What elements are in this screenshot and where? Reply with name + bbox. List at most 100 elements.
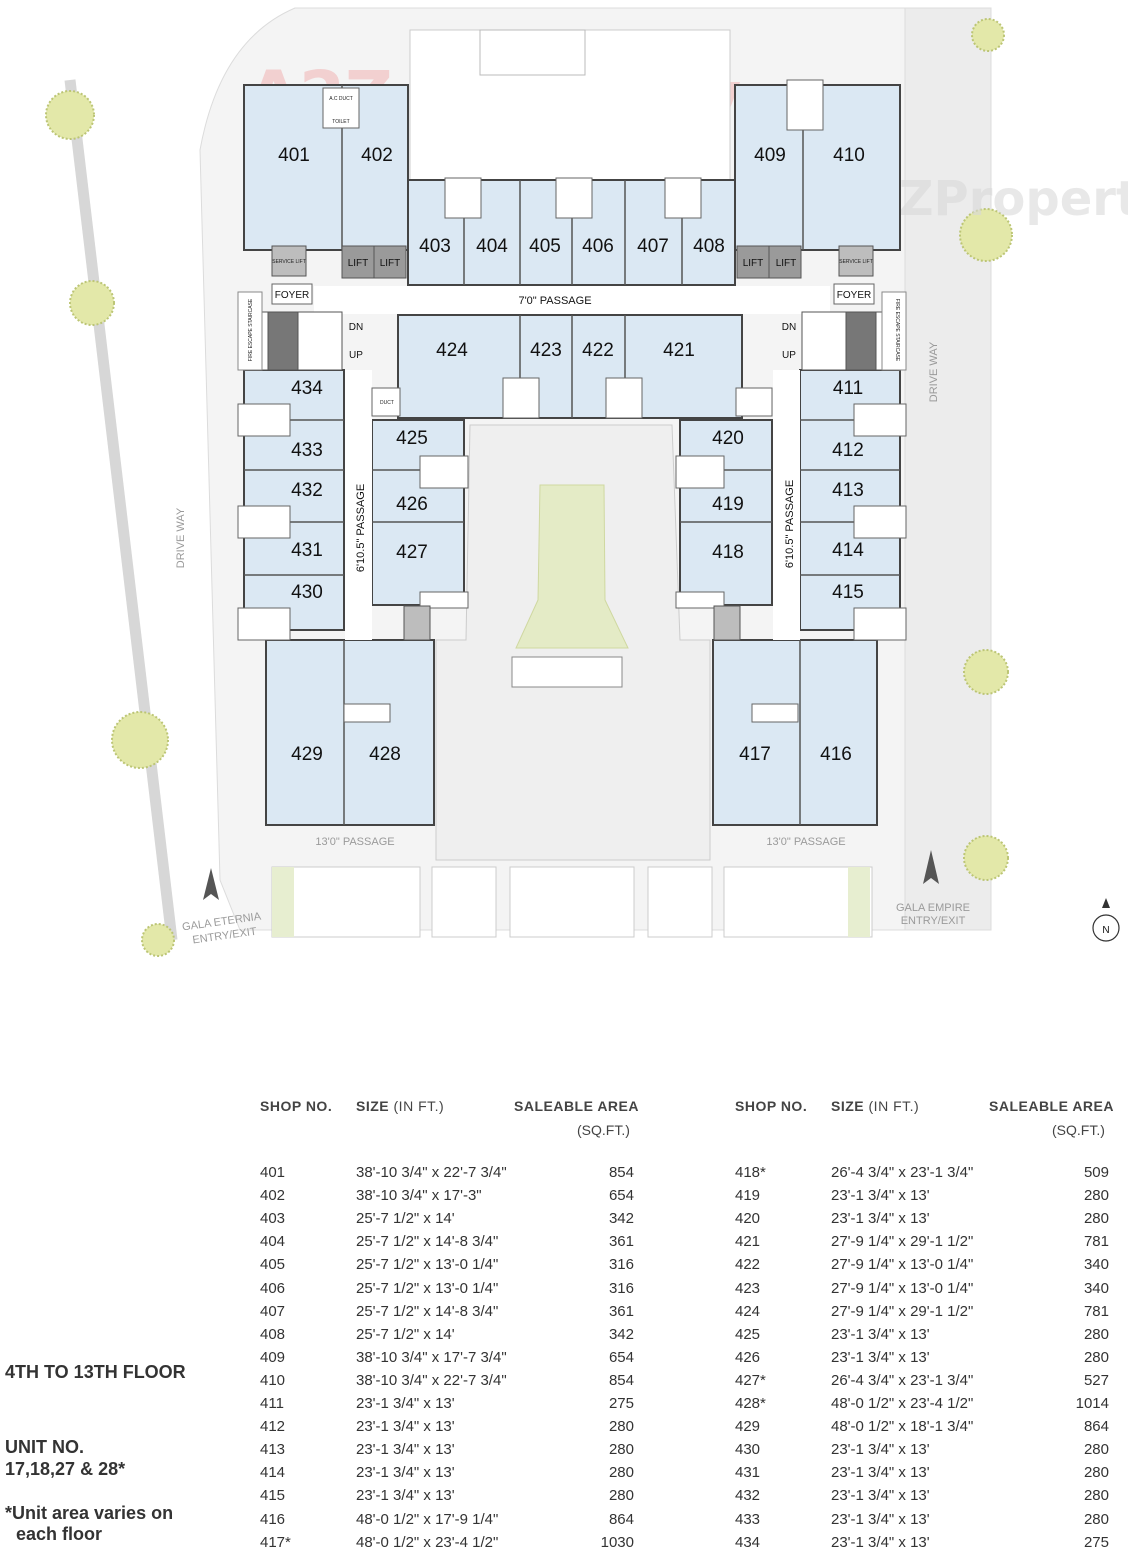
shop-no-cell: 416 bbox=[260, 1510, 286, 1528]
col-header-area-unit: (SQ.FT.) bbox=[577, 1122, 630, 1138]
passage-right-label: 6'10.5" PASSAGE bbox=[784, 480, 796, 568]
unit-410: 410 bbox=[833, 145, 865, 166]
size-cell: 48'-0 1/2" x 17'-9 1/4" bbox=[356, 1510, 499, 1528]
size-cell: 23'-1 3/4" x 13' bbox=[831, 1187, 930, 1205]
unit-note-title: UNIT NO. bbox=[5, 1437, 84, 1457]
col-header-size-unit: (IN FT.) bbox=[868, 1098, 920, 1114]
col-header-size-text: SIZE bbox=[356, 1098, 390, 1114]
size-cell: 23'-1 3/4" x 13' bbox=[831, 1510, 930, 1528]
area-cell: 280 bbox=[1083, 1510, 1109, 1528]
unit-405: 405 bbox=[529, 236, 561, 257]
unit-416: 416 bbox=[820, 744, 852, 765]
shop-no-cell: 404 bbox=[260, 1233, 286, 1251]
col-header-size-unit: (IN FT.) bbox=[393, 1098, 445, 1114]
shop-no-cell: 429 bbox=[735, 1418, 761, 1436]
col-header-size-text: SIZE bbox=[831, 1098, 865, 1114]
shop-no-cell: 405 bbox=[260, 1256, 286, 1274]
unit-401: 401 bbox=[278, 145, 310, 166]
shop-no-cell: 427* bbox=[735, 1371, 766, 1389]
size-cell: 38'-10 3/4" x 17'-7 3/4" bbox=[356, 1348, 507, 1366]
unit-408: 408 bbox=[693, 236, 725, 257]
shop-no-cell: 410 bbox=[260, 1371, 286, 1389]
unit-420: 420 bbox=[712, 428, 744, 449]
shop-no-cell: 418* bbox=[735, 1164, 766, 1181]
unit-425: 425 bbox=[396, 428, 428, 449]
dn-label: DN bbox=[349, 322, 363, 333]
shop-no-cell: 413 bbox=[260, 1441, 286, 1459]
unit-407: 407 bbox=[637, 236, 669, 257]
size-cell: 23'-1 3/4" x 13' bbox=[356, 1441, 455, 1459]
size-cell: 25'-7 1/2" x 14' bbox=[356, 1210, 455, 1228]
unit-419: 419 bbox=[712, 494, 744, 515]
floor-plan: A2Z Property www.A2ZProperty.in bbox=[45, 7, 1128, 957]
col-header-size: SIZE (IN FT.) bbox=[831, 1098, 919, 1114]
size-cell: 38'-10 3/4" x 22'-7 3/4" bbox=[356, 1164, 507, 1181]
unit-431: 431 bbox=[291, 540, 323, 561]
area-cell: 361 bbox=[608, 1302, 634, 1320]
shop-no-cell: 417* bbox=[260, 1533, 291, 1551]
fire-escape-label: FIRE ESCAPE STAIRCASE bbox=[248, 298, 254, 361]
area-cell: 280 bbox=[608, 1487, 634, 1505]
lift-label: LIFT bbox=[743, 258, 764, 269]
area-cell: 864 bbox=[608, 1510, 634, 1528]
unit-note-list: 17,18,27 & 28* bbox=[5, 1459, 126, 1479]
table-row: 417*48'-0 1/2" x 23'-4 1/2"1030 bbox=[260, 1532, 640, 1554]
unit-402: 402 bbox=[361, 145, 393, 166]
shop-no-cell: 422 bbox=[735, 1256, 761, 1274]
north-compass-icon bbox=[1092, 914, 1120, 942]
shop-no-cell: 428* bbox=[735, 1395, 766, 1412]
shop-no-cell: 403 bbox=[260, 1210, 286, 1228]
col-header-area: SALEABLE AREA bbox=[514, 1098, 639, 1114]
size-cell: 26'-4 3/4" x 23'-1 3/4" bbox=[831, 1164, 974, 1181]
size-cell: 27'-9 1/4" x 13'-0 1/4" bbox=[831, 1256, 974, 1274]
lift-label: LIFT bbox=[776, 258, 797, 269]
unit-labels: 401 402 403 404 405 406 407 408 409 410 … bbox=[278, 145, 865, 765]
unit-415: 415 bbox=[832, 582, 864, 603]
shop-no-cell: 402 bbox=[260, 1187, 286, 1205]
size-cell: 23'-1 3/4" x 13' bbox=[356, 1464, 455, 1482]
trees bbox=[45, 18, 1013, 957]
unit-432: 432 bbox=[291, 480, 323, 501]
toilet-label: TOILET bbox=[332, 119, 349, 125]
toilet-blocks bbox=[237, 79, 907, 723]
shop-no-cell: 411 bbox=[260, 1395, 284, 1412]
passage-bottom-label: 13'0" PASSAGE bbox=[315, 836, 394, 848]
north-pointer-icon bbox=[1102, 898, 1110, 908]
tree-path bbox=[64, 79, 178, 941]
area-variance-note: *Unit area varies on bbox=[5, 1503, 174, 1523]
col-header-area: SALEABLE AREA bbox=[989, 1098, 1114, 1114]
unit-413: 413 bbox=[832, 480, 864, 501]
size-cell: 23'-1 3/4" x 13' bbox=[831, 1325, 930, 1343]
service-lift-label: SERVICE LIFT bbox=[272, 259, 306, 265]
area-cell: 864 bbox=[1083, 1418, 1109, 1436]
floor-range-label: 4TH TO 13TH FLOOR bbox=[5, 1362, 186, 1382]
size-cell: 26'-4 3/4" x 23'-1 3/4" bbox=[831, 1371, 974, 1389]
area-cell: 280 bbox=[1083, 1348, 1109, 1366]
size-cell: 23'-1 3/4" x 13' bbox=[356, 1395, 455, 1412]
north-label: N bbox=[1102, 925, 1109, 936]
entry-right-label: GALA EMPIRE bbox=[896, 902, 970, 914]
table-row: 427*26'-4 3/4" x 23'-1 3/4"527 bbox=[735, 1370, 1115, 1392]
shop-no-cell: 409 bbox=[260, 1348, 286, 1366]
duct-label: DUCT bbox=[380, 400, 394, 406]
shop-no-cell: 426 bbox=[735, 1348, 761, 1366]
size-cell: 25'-7 1/2" x 14'-8 3/4" bbox=[356, 1233, 499, 1251]
passage-top-label: 7'0" PASSAGE bbox=[518, 295, 591, 307]
unit-406: 406 bbox=[582, 236, 614, 257]
shop-no-cell: 430 bbox=[735, 1441, 761, 1459]
